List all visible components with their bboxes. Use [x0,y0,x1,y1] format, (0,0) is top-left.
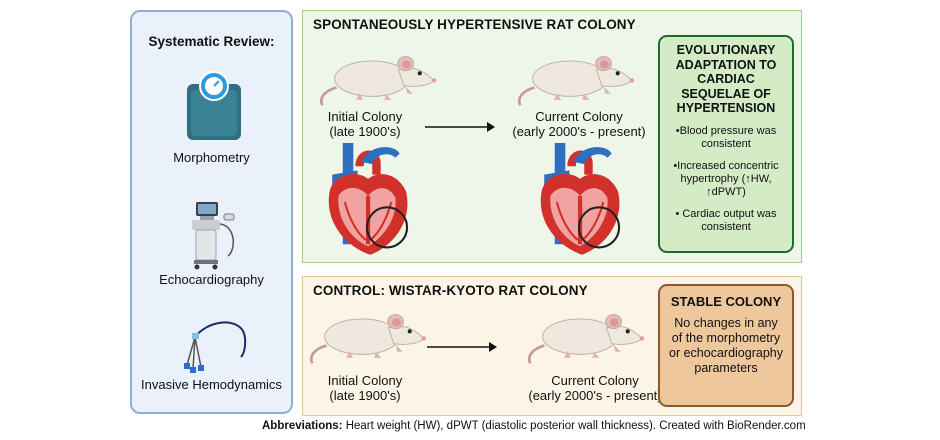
shr-panel-title: SPONTANEOUSLY HYPERTENSIVE RAT COLONY [313,17,636,32]
echocardiography-label: Echocardiography [159,272,264,287]
wky-initial-line1: Initial Colony [327,373,403,388]
wky-initial-rat-illustration [307,303,431,365]
shr-current-colony-label: Current Colony (early 2000's - present) [499,109,659,139]
shr-initial-rat-illustration [317,45,441,107]
wky-current-colony-label: Current Colony (early 2000's - present) [515,373,675,403]
invasive-hemodynamics-label: Invasive Hemodynamics [141,377,282,392]
abbreviations-label: Abbreviations: [262,420,343,432]
catheter-icon [184,321,247,373]
wky-current-line1: Current Colony [551,373,639,388]
shr-current-heart-illustration [531,143,627,259]
shr-initial-line1: Initial Colony [327,109,403,124]
wky-initial-colony-label: Initial Colony (late 1900's) [303,373,427,403]
shr-current-line2: (early 2000's - present) [512,124,646,139]
wky-arrow [427,342,497,352]
stable-colony-text: No changes in any of the morphometry or … [669,316,783,375]
morphometry-label: Morphometry [173,150,250,165]
systematic-review-title: Systematic Review: [148,34,275,49]
shr-current-line1: Current Colony [535,109,623,124]
abbreviations-text: Heart weight (HW), dPWT (diastolic poste… [342,420,806,432]
stable-colony-title: STABLE COLONY [670,294,782,309]
shr-initial-heart-illustration [319,143,415,259]
stable-colony-box: STABLE COLONY No changes in any of the m… [658,284,794,407]
abbreviations-footer: Abbreviations: Heart weight (HW), dPWT (… [262,420,806,432]
shr-current-rat-illustration [515,45,639,107]
wky-initial-line2: (late 1900's) [329,388,401,403]
evolutionary-adaptation-box: EVOLUTIONARY ADAPTATION TO CARDIAC SEQUE… [658,35,794,253]
evolutionary-adaptation-title: EVOLUTIONARY ADAPTATION TO CARDIAC SEQUE… [675,43,777,115]
systematic-review-panel: Systematic Review: Morphometry Echocardi… [130,10,293,414]
wky-current-line2: (early 2000's - present) [528,388,662,403]
scale-icon [187,71,241,140]
wky-current-rat-illustration [525,303,649,365]
shr-initial-line2: (late 1900's) [329,124,401,139]
shr-initial-colony-label: Initial Colony (late 1900's) [303,109,427,139]
evo-bullet-blood-pressure: •Blood pressure was consistent [675,124,777,150]
shr-arrow [425,122,495,132]
evo-bullet-hypertrophy: •Increased concentric hypertrophy (↑HW, … [673,159,779,198]
wky-panel-title: CONTROL: WISTAR-KYOTO RAT COLONY [313,283,588,298]
ultrasound-machine-icon [192,202,235,270]
evo-bullet-cardiac-output: • Cardiac output was consistent [675,207,777,233]
